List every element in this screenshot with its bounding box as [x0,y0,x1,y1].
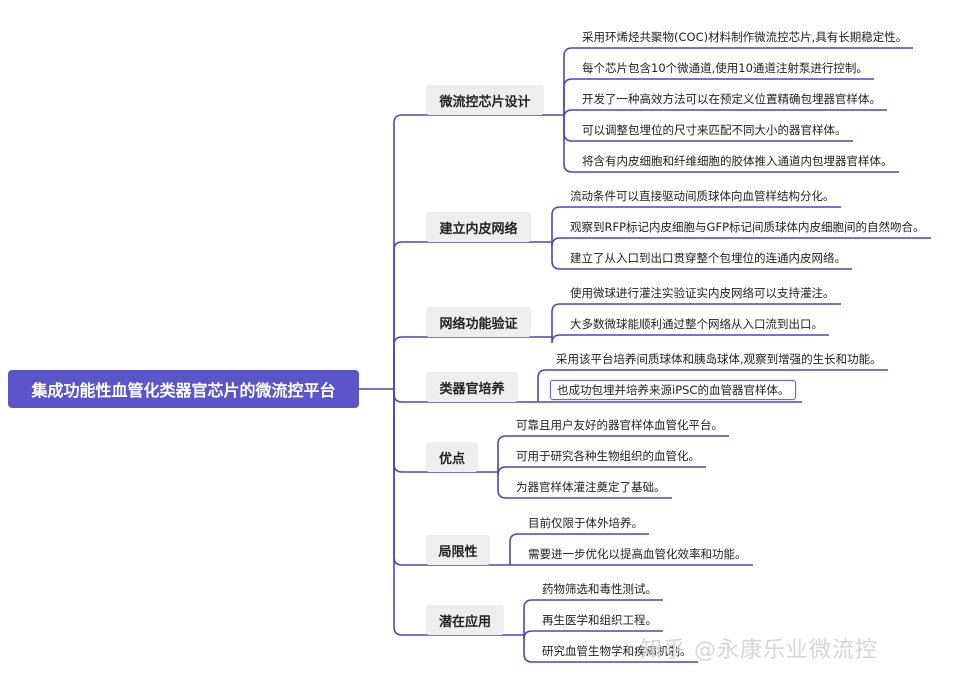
connector-line [551,334,829,344]
connector-line [497,435,729,472]
leaf-node[interactable]: 开发了一种高效方法可以在预定义位置精确包埋器官样体。 [582,92,881,106]
connector-line [537,369,888,402]
watermark: 知乎 @永康乐业微流控 [640,638,878,663]
connector-line [563,78,874,115]
leaf-node[interactable]: 可靠且用户友好的器官样体血管化平台。 [516,418,723,432]
leaf-node[interactable]: 大多数微球能顺利通过整个网络从入口流到出口。 [570,317,823,331]
leaf-node[interactable]: 每个芯片包含10个微通道,使用10通道注射泵进行控制。 [582,61,868,75]
leaf-node[interactable]: 建立了从入口到出口贯穿整个包埋位的连通内皮网络。 [570,251,846,265]
category-node[interactable]: 局限性 [426,535,490,565]
leaf-node[interactable]: 为器官样体灌注奠定了基础。 [516,480,666,494]
connector-line [497,472,672,499]
leaf-node[interactable]: 研究血管生物学和疾病机制。 [542,644,692,658]
connector-line [497,466,706,476]
connector-line [551,237,931,247]
category-node[interactable]: 网络功能验证 [426,307,531,337]
connector-line [563,109,887,119]
leaf-node[interactable]: 药物筛选和毒性测试。 [542,582,657,596]
category-node[interactable]: 微流控芯片设计 [426,85,544,115]
leaf-node[interactable]: 需要进一步优化以提高血管化效率和功能。 [528,547,747,561]
leaf-node[interactable]: 可用于研究各种生物组织的血管化。 [516,449,700,463]
connector-line [563,115,899,173]
connector-line [523,599,663,635]
leaf-node[interactable]: 采用该平台培养间质球体和胰岛球体,观察到增强的生长和功能。 [556,352,882,366]
connector-line [509,533,649,565]
leaf-node[interactable]: 使用微球进行灌注实验证实内皮网络可以支持灌注。 [570,286,835,300]
leaf-node[interactable]: 再生医学和组织工程。 [542,613,657,627]
category-node[interactable]: 优点 [426,442,478,472]
leaf-node[interactable]: 可以调整包埋位的尺寸来匹配不同大小的器官样体。 [582,123,847,137]
category-node[interactable]: 建立内皮网络 [426,212,531,242]
leaf-node[interactable]: 将含有内皮细胞和纤维细胞的胶体推入通道内包埋器官样体。 [582,154,893,168]
connector-line [393,114,544,389]
leaf-node[interactable]: 观察到RFP标记内皮细胞与GFP标记间质球体内皮细胞间的自然吻合。 [570,220,925,234]
connector-line [393,241,531,389]
leaf-node-selected[interactable]: 也成功包埋并培养来源iPSC的血管器官样体。 [550,380,797,400]
connector-line [393,336,531,389]
leaf-node[interactable]: 流动条件可以直接驱动间质球体向血管样结构分化。 [570,189,835,203]
connector-line [393,389,504,636]
connector-line [551,206,841,242]
leaf-node[interactable]: 采用环烯烃共聚物(COC)材料制作微流控芯片,具有长期稳定性。 [582,30,908,44]
connector-line [551,303,841,337]
leaf-node[interactable]: 目前仅限于体外培养。 [528,516,643,530]
category-node[interactable]: 潜在应用 [426,605,504,635]
connector-line [523,635,698,663]
connector-line [551,242,852,270]
root-node[interactable]: 集成功能性血管化类器官芯片的微流控平台 [8,370,359,408]
category-node[interactable]: 类器官培养 [426,372,518,402]
connector-line [563,47,913,115]
